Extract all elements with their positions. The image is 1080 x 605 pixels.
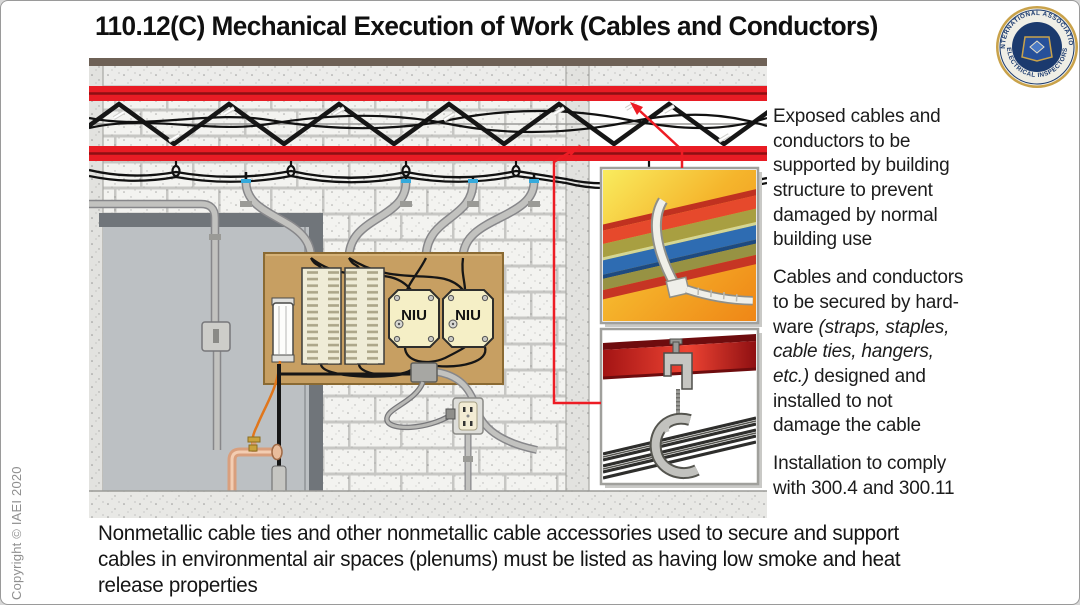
- ceiling-slab: [89, 58, 767, 87]
- main-illustration: NIU NIU: [89, 58, 767, 518]
- conduit-switch-run: [89, 199, 231, 450]
- niu-label: NIU: [455, 307, 481, 324]
- cable-bundle: [603, 186, 756, 306]
- ceiling-cables-upper: [89, 109, 767, 134]
- para-secured-by-hardware: Cables and conductors to be secured by h…: [773, 267, 964, 437]
- callout-arrow-cable-tie: [630, 102, 684, 168]
- cable-bundle-hung: [603, 416, 756, 480]
- iaei-logo: INTERNATIONAL ASSOCIATION ELECTRICAL INS…: [995, 5, 1078, 88]
- callout-arrow-beam-clamp: [552, 145, 601, 405]
- cable-tie-buckle: [665, 276, 691, 299]
- niu-label: NIU: [401, 307, 427, 324]
- conduit-bushings: [241, 179, 539, 183]
- beam-clamp: [663, 352, 693, 390]
- floor: [89, 490, 767, 518]
- panel-wiring: [281, 257, 487, 378]
- niu-box-2: NIU: [442, 289, 494, 348]
- para-installation-comply: Installation to comply with 300.4 and 30…: [773, 452, 955, 499]
- hardware-examples-italic: (straps, staples, cable ties, hangers, e…: [773, 316, 950, 387]
- ceiling-conduit-drops: [240, 179, 540, 259]
- junction-box: [410, 362, 438, 383]
- inset-beam-clamp: [599, 327, 762, 488]
- right-text-column: Exposed cables and conductors to be supp…: [773, 105, 1073, 514]
- inset-cable-tie: [599, 166, 762, 327]
- cord-plug: [445, 408, 456, 420]
- copper-pipe: [227, 436, 283, 491]
- page-title: 110.12(C) Mechanical Execution of Work (…: [95, 11, 878, 41]
- punch-down-blocks: [301, 267, 385, 365]
- niu-box-1: NIU: [388, 289, 440, 348]
- pipe-valve: [247, 436, 261, 443]
- copyright-text: Copyright © IAEI 2020: [9, 466, 24, 600]
- protector-cylinder: [271, 297, 295, 363]
- ground-clamp: [248, 444, 258, 452]
- bottom-caption: Nonmetallic cable ties and other nonmeta…: [98, 522, 901, 598]
- outlet-receptacle: [445, 397, 484, 435]
- para-exposed-cables: Exposed cables and conductors to be supp…: [773, 106, 950, 251]
